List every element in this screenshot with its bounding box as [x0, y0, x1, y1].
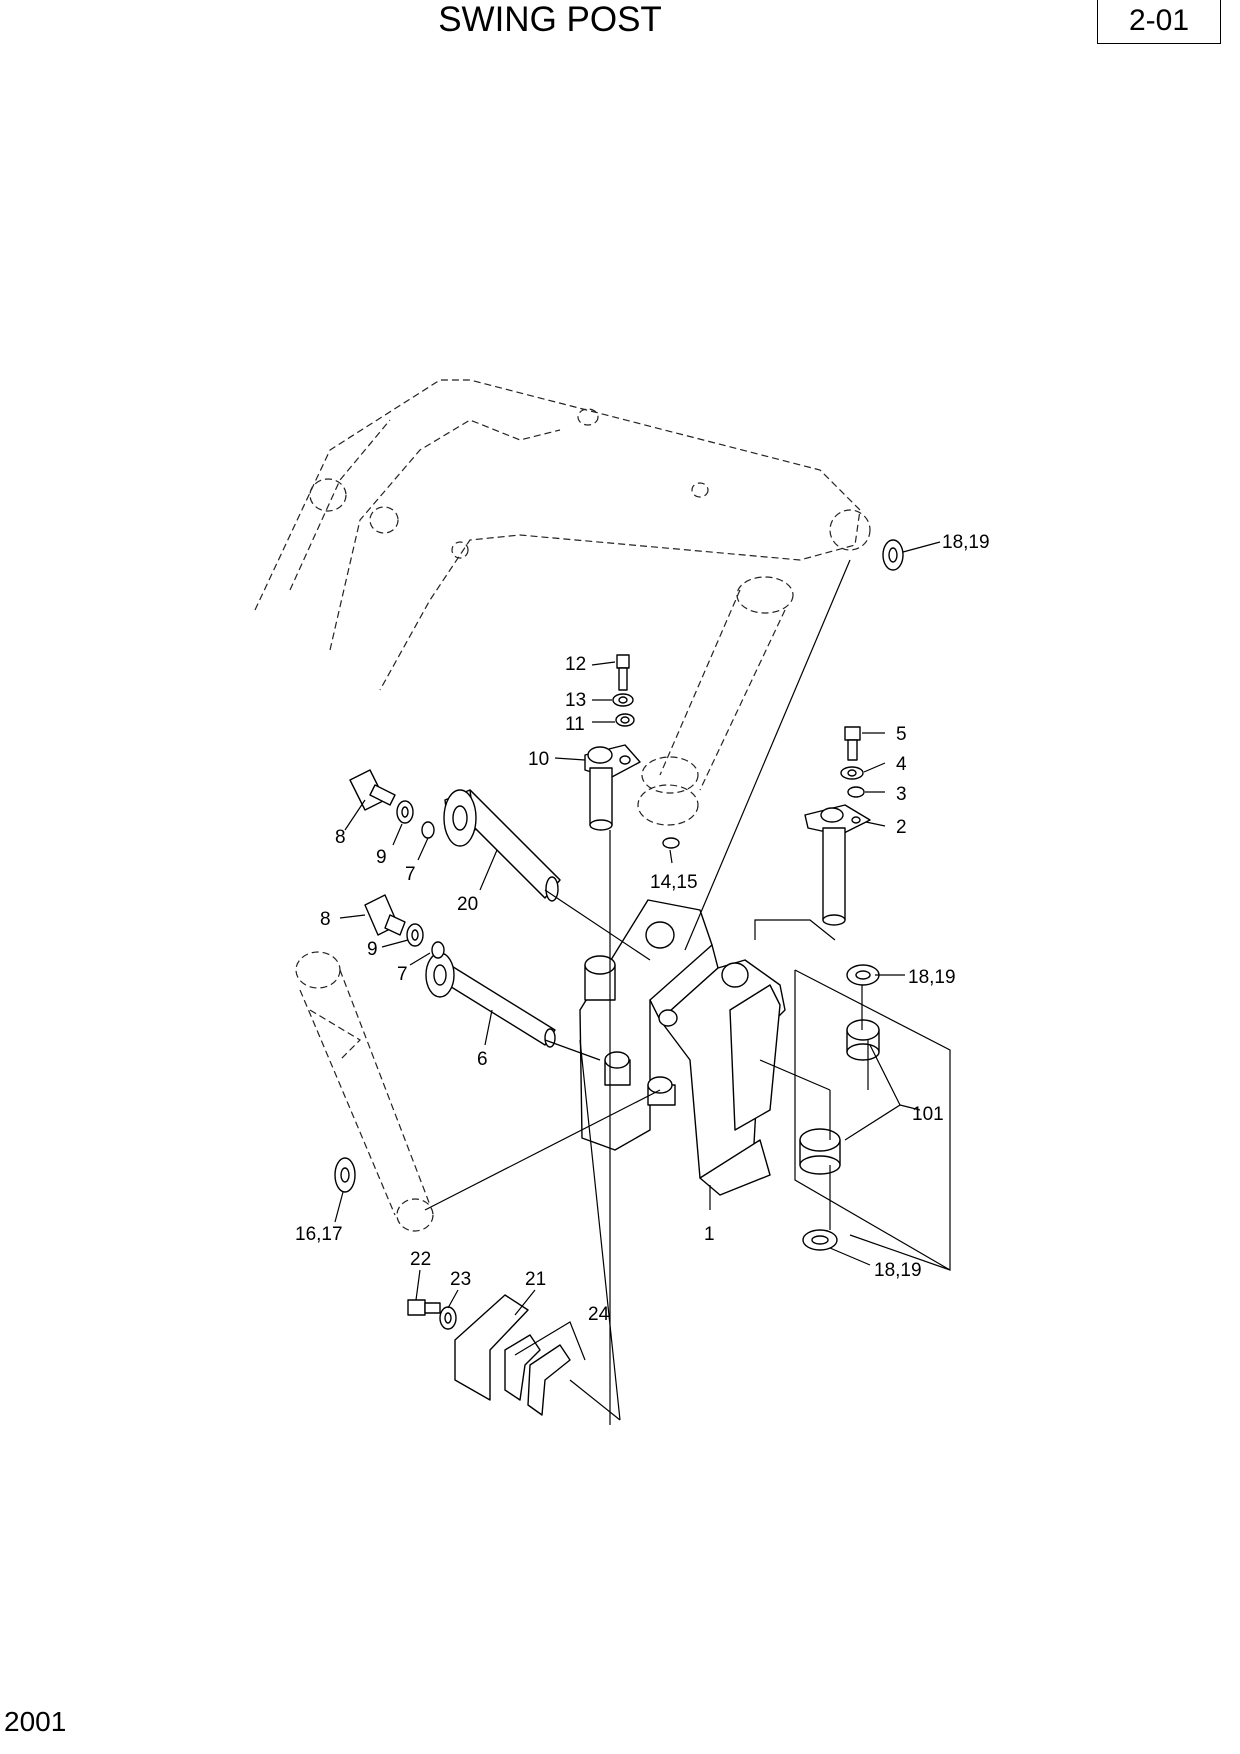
callout-5: 5: [896, 724, 907, 745]
callout-18-19-middle: 18,19: [908, 967, 956, 988]
callout-7-upper: 7: [405, 864, 416, 885]
washer-14-15: [662, 837, 680, 849]
callout-101: 101: [912, 1104, 944, 1125]
pin-20-assembly: [349, 769, 561, 902]
callout-23: 23: [450, 1269, 471, 1290]
leader-lines: [334, 541, 951, 1425]
phantom-boom: [254, 379, 871, 691]
callout-6: 6: [477, 1049, 488, 1070]
callout-14-15: 14,15: [650, 872, 698, 893]
callout-12: 12: [565, 654, 586, 675]
callout-7-lower: 7: [397, 964, 408, 985]
callout-10: 10: [528, 749, 549, 770]
callout-11: 11: [565, 714, 585, 735]
callout-9-lower: 9: [367, 939, 378, 960]
page-title: SWING POST: [438, 0, 662, 39]
washer-top-hole: [888, 547, 898, 563]
callout-16-17: 16,17: [295, 1224, 343, 1245]
callout-20: 20: [457, 894, 478, 915]
pin-2-assembly: [804, 726, 871, 926]
washer-lower-left-hole: [340, 1167, 350, 1183]
callout-8-upper: 8: [335, 827, 346, 848]
phantom-boom-cylinder: [637, 576, 794, 826]
callout-8-lower: 8: [320, 909, 331, 930]
callout-1: 1: [704, 1224, 715, 1245]
pin-10-assembly: [584, 654, 641, 831]
callout-21: 21: [525, 1269, 546, 1290]
footer-code: 2001: [4, 1706, 67, 1737]
pin-6-assembly: [364, 894, 556, 1048]
callout-13: 13: [565, 690, 586, 711]
swing-post-bracket: [579, 899, 786, 1196]
callout-3: 3: [896, 784, 907, 805]
guard-plates: [407, 1294, 571, 1416]
callout-22: 22: [410, 1249, 431, 1270]
callout-18-19-top: 18,19: [942, 532, 990, 553]
callout-2: 2: [896, 817, 907, 838]
page-number-box: 2-01: [1097, 0, 1221, 44]
callout-24: 24: [588, 1304, 610, 1325]
callout-18-19-bottom: 18,19: [874, 1260, 922, 1281]
callout-9-upper: 9: [376, 847, 387, 868]
callout-4: 4: [896, 754, 907, 775]
phantom-swing-cylinder: [295, 951, 434, 1232]
